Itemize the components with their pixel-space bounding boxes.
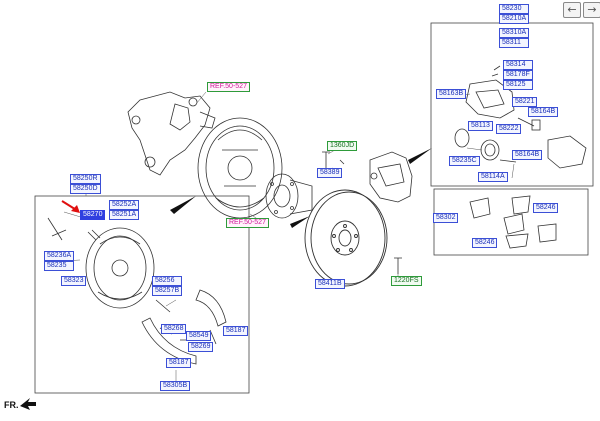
label-top-caliper[interactable]: 58230 58210A	[499, 4, 530, 24]
part-58411b[interactable]: 58411B	[315, 279, 345, 289]
part-58323[interactable]: 58323	[61, 276, 87, 286]
part-58230[interactable]: 58230	[499, 4, 530, 14]
part-58314[interactable]: 58314	[503, 60, 533, 70]
part-58246-b[interactable]: 58246	[472, 238, 498, 248]
part-58113[interactable]: 58113	[468, 121, 493, 131]
label-caliper-assy[interactable]: 58310A 58311	[499, 28, 530, 48]
prev-arrow-icon[interactable]: ←	[563, 2, 581, 18]
part-58246-a[interactable]: 58246	[533, 203, 559, 213]
label-shoe-assy[interactable]: 58250R 58250D	[70, 174, 101, 194]
part-58389[interactable]: 58389	[317, 168, 343, 178]
label-58236a[interactable]: 58236A 58235	[44, 251, 75, 271]
part-58235[interactable]: 58235	[44, 261, 75, 271]
part-58222[interactable]: 58222	[496, 124, 522, 134]
label-58256[interactable]: 58256 58257B	[152, 276, 183, 296]
part-58549[interactable]: 58549	[186, 331, 212, 341]
hub-bearing-drawing	[265, 173, 313, 219]
part-58251a[interactable]: 58251A	[109, 210, 140, 220]
backing-plate-drawing	[197, 117, 283, 219]
part-58257b[interactable]: 58257B	[152, 286, 183, 296]
label-bleed-set[interactable]: 58314 58178F 58125	[503, 60, 533, 90]
part-58163b[interactable]: 58163B	[436, 89, 467, 99]
front-direction-label: FR.	[4, 400, 19, 410]
part-58164b-a[interactable]: 58164B	[528, 107, 559, 117]
part-58178f[interactable]: 58178F	[503, 70, 533, 80]
part-58187-a[interactable]: 58187	[223, 326, 249, 336]
direction-wedge-mid	[290, 216, 310, 228]
bolt-drawings	[322, 151, 402, 274]
disc-rotor-drawing	[304, 189, 388, 287]
selected-pointer-arrow	[61, 200, 80, 213]
caliper-group-drawing	[454, 65, 587, 169]
ref-50-527-top[interactable]: REF.50-527	[207, 82, 250, 92]
part-58305b[interactable]: 58305B	[160, 381, 191, 391]
part-58187-b[interactable]: 58187	[166, 358, 192, 368]
direction-wedge-left	[170, 196, 196, 214]
direction-wedge-right	[408, 148, 432, 164]
label-58252a[interactable]: 58252A 58251A	[109, 200, 140, 220]
front-arrow-icon	[20, 398, 36, 410]
part-58256[interactable]: 58256	[152, 276, 183, 286]
part-1220fs[interactable]: 1220FS	[391, 276, 422, 286]
knuckle-drawing	[127, 91, 216, 176]
part-selected[interactable]: 58270	[80, 210, 106, 220]
part-58236a[interactable]: 58236A	[44, 251, 75, 261]
part-58302[interactable]: 58302	[433, 213, 459, 223]
part-58252a[interactable]: 58252A	[109, 200, 140, 210]
ref-50-527-mid[interactable]: REF.50-527	[226, 218, 269, 228]
next-arrow-icon[interactable]: →	[583, 2, 600, 18]
part-58210a[interactable]: 58210A	[499, 14, 530, 24]
caliper-drawing	[369, 151, 413, 203]
part-58311[interactable]: 58311	[499, 38, 530, 48]
part-58164b-b[interactable]: 58164B	[512, 150, 543, 160]
part-58125[interactable]: 58125	[503, 80, 533, 90]
part-58250r[interactable]: 58250R	[70, 174, 101, 184]
part-58250d[interactable]: 58250D	[70, 184, 101, 194]
part-58114a[interactable]: 58114A	[478, 172, 508, 182]
brake-pad-drawing	[469, 195, 557, 249]
part-58221[interactable]: 58221	[512, 97, 538, 107]
part-1360jd[interactable]: 1360JD	[327, 141, 358, 151]
part-58268[interactable]: 58268	[161, 324, 187, 334]
part-58269[interactable]: 58269	[188, 342, 214, 352]
part-58310a[interactable]: 58310A	[499, 28, 530, 38]
parking-brake-group-frame	[34, 195, 250, 394]
part-58235c[interactable]: 58235C	[449, 156, 480, 166]
